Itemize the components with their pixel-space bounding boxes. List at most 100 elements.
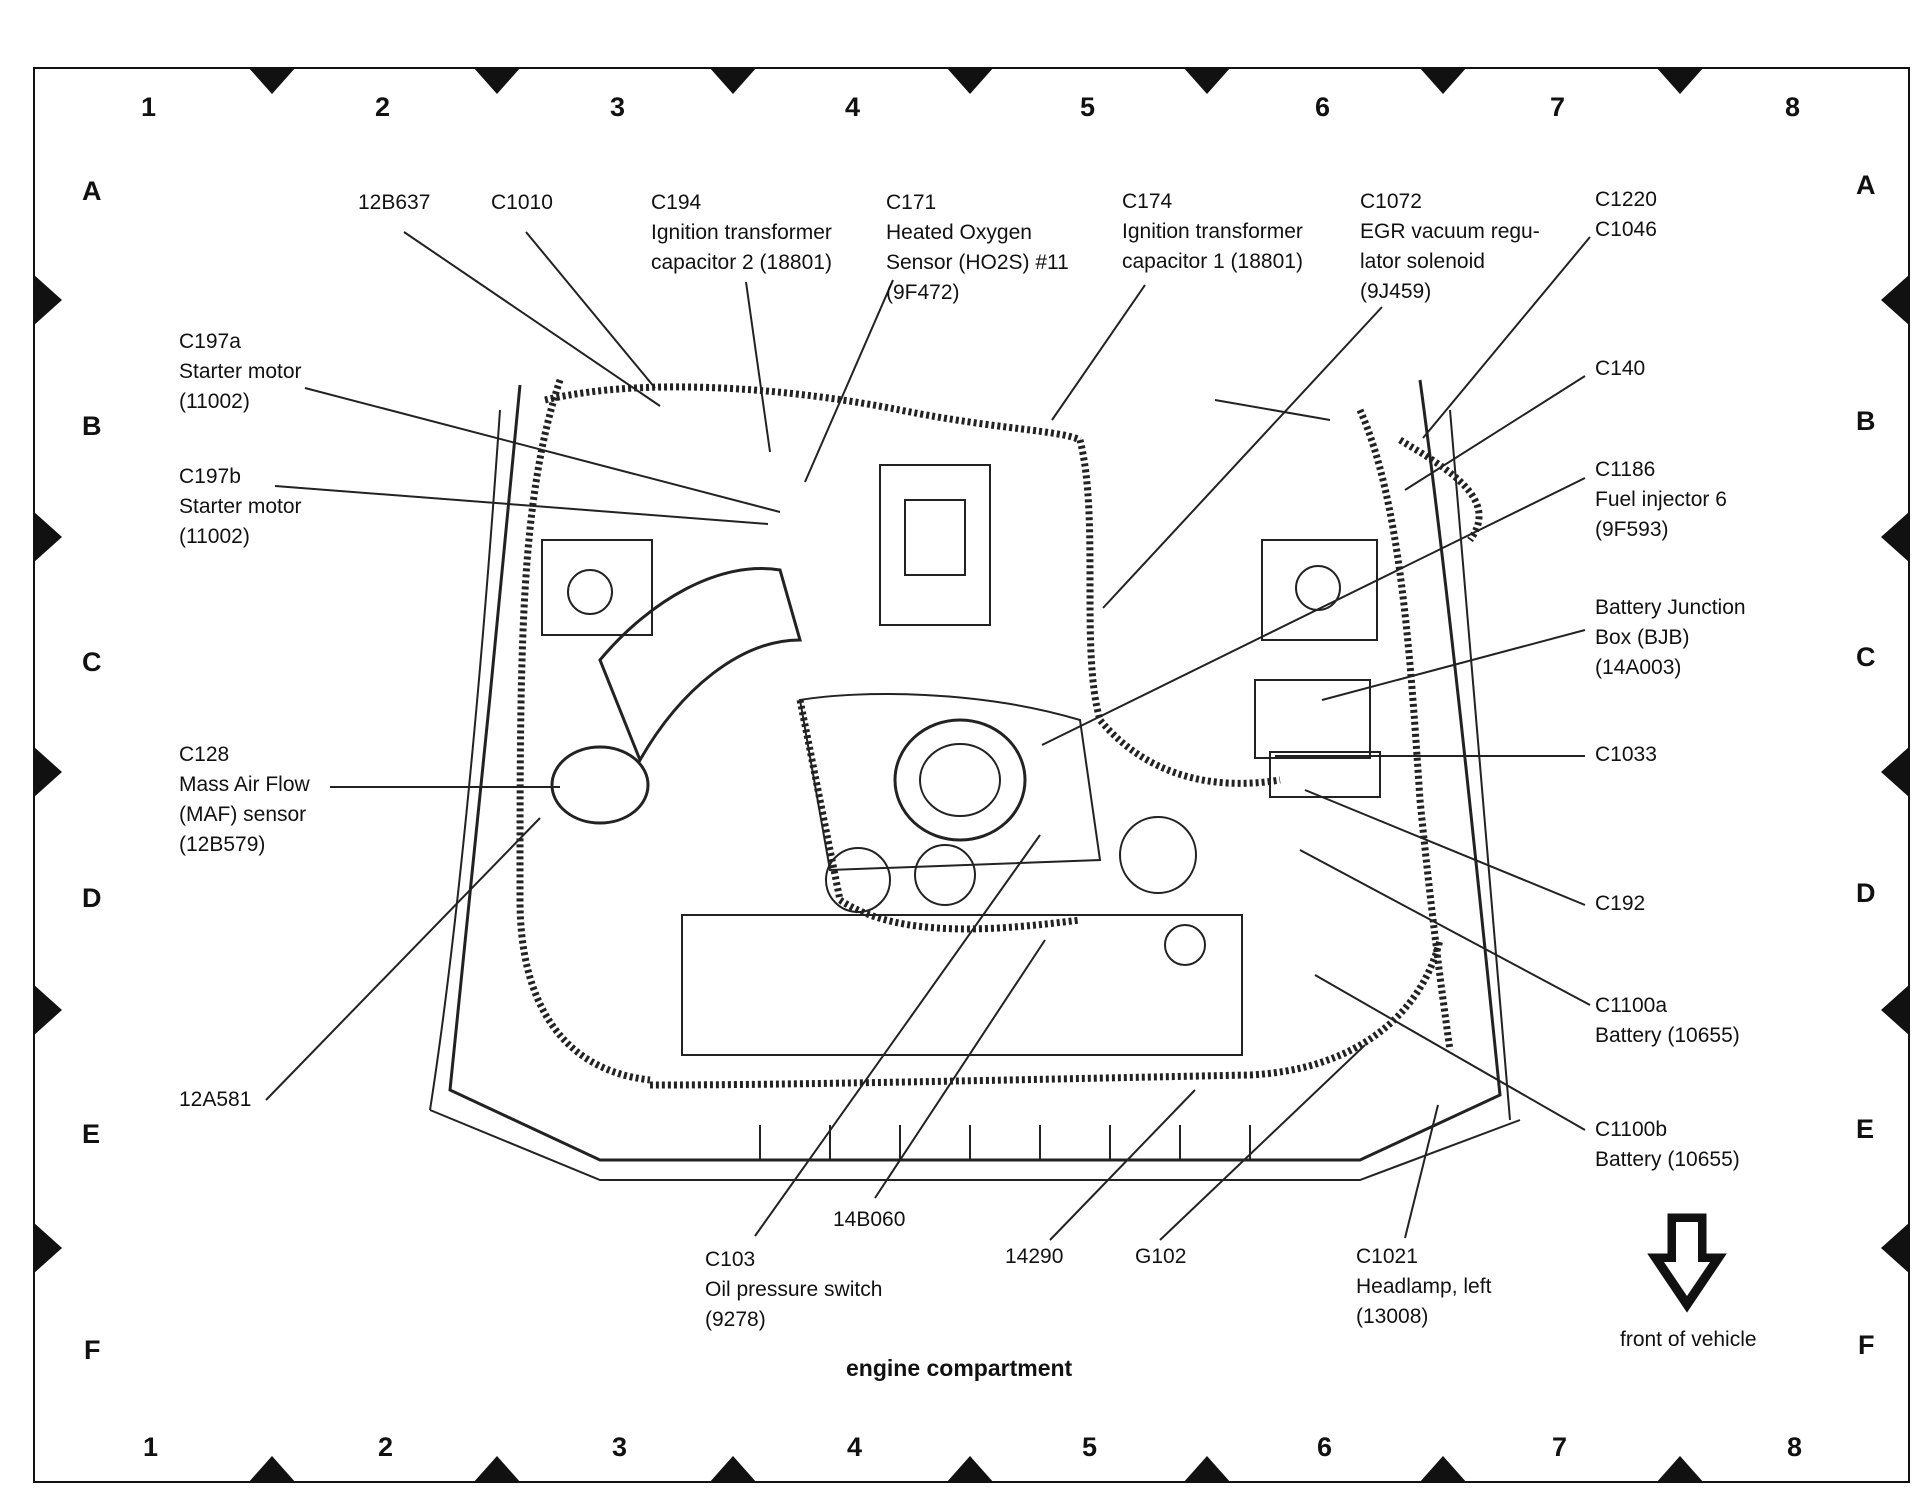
- grid-col-top-6: 6: [1315, 92, 1331, 122]
- grid-col-bottom-6: 6: [1317, 1432, 1333, 1462]
- grid-col-bottom-1: 1: [143, 1432, 159, 1462]
- grid-col-bottom-5: 5: [1082, 1432, 1098, 1462]
- grid-marker-left-2: [33, 511, 62, 563]
- grid-marker-bottom-6: [1419, 1456, 1467, 1483]
- callout-12a581: 12A581: [179, 1088, 252, 1111]
- right-strut-top: [1295, 565, 1341, 611]
- grid-col-top-4: 4: [845, 92, 861, 122]
- grid-marker-left-5: [33, 1222, 62, 1274]
- leader-12b637: [403, 231, 661, 407]
- pulley-large: [893, 718, 1027, 842]
- leader-c103: [754, 834, 1041, 1237]
- grid-col-top-5: 5: [1080, 92, 1096, 122]
- callout-g102: G102: [1135, 1245, 1187, 1268]
- right-strut-tower: [1261, 539, 1378, 641]
- leader-c1021: [1404, 1104, 1439, 1239]
- grid-row-left-F: F: [84, 1335, 101, 1365]
- right-fender-line: [1449, 409, 1511, 1121]
- grid-marker-right-1: [1881, 274, 1910, 326]
- grid-marker-bottom-4: [946, 1456, 994, 1483]
- leader-c194: [745, 281, 771, 453]
- grid-marker-left-1: [33, 274, 62, 326]
- grid-row-left-A: A: [82, 176, 102, 206]
- leader-c1186: [1041, 477, 1586, 746]
- harness-left: [516, 378, 651, 1084]
- grid-marker-top-3: [709, 67, 757, 94]
- callout-c1033: C1033: [1595, 743, 1657, 766]
- grid-row-left-E: E: [82, 1119, 101, 1149]
- harness-front: [649, 939, 1444, 1089]
- grid-col-bottom-2: 2: [378, 1432, 394, 1462]
- grid-col-top-1: 1: [141, 92, 157, 122]
- engine-front: [798, 693, 1102, 872]
- left-fender-line: [429, 409, 501, 1111]
- leader-14b060: [874, 939, 1046, 1199]
- alternator: [1119, 816, 1197, 894]
- battery: [1269, 751, 1381, 798]
- callout-14b060: 14B060: [833, 1208, 906, 1231]
- leader-c1100a: [1299, 849, 1591, 1006]
- leader-c171: [804, 279, 894, 483]
- leader-c197b: [274, 485, 769, 525]
- battery-junction-box: [1254, 679, 1371, 759]
- callout-14290: 14290: [1005, 1245, 1064, 1268]
- harness-right: [1356, 408, 1454, 1051]
- grid-col-top-3: 3: [610, 92, 626, 122]
- harness-center: [1076, 439, 1281, 787]
- front-of-vehicle-label: front of vehicle: [1620, 1328, 1757, 1351]
- diagram-title: engine compartment: [846, 1355, 1073, 1381]
- grid-col-top-7: 7: [1550, 92, 1566, 122]
- grid-row-left-D: D: [82, 883, 102, 913]
- grid-col-top-8: 8: [1785, 92, 1801, 122]
- grid-marker-bottom-7: [1656, 1456, 1704, 1483]
- grid-marker-top-6: [1419, 67, 1467, 94]
- leader-c174: [1051, 284, 1146, 421]
- callout-c140: C140: [1595, 357, 1646, 380]
- throttle-plate: [904, 499, 966, 576]
- leader-c1220: [1422, 236, 1591, 439]
- grid-col-top-2: 2: [375, 92, 391, 122]
- leader-g102: [1159, 1044, 1366, 1241]
- grid-col-bottom-7: 7: [1552, 1432, 1568, 1462]
- throttle-body: [879, 464, 991, 626]
- grid-marker-right-2: [1881, 511, 1910, 563]
- grid-row-right-D: D: [1856, 878, 1876, 908]
- grid-marker-bottom-1: [248, 1456, 296, 1483]
- callout-c192: C192: [1595, 892, 1646, 915]
- leader-c1072: [1102, 306, 1383, 609]
- grid-row-left-B: B: [82, 411, 102, 441]
- front-arrow-inner: [1664, 1222, 1710, 1296]
- grid-marker-right-3: [1881, 746, 1910, 798]
- pulley-small-left: [825, 847, 891, 913]
- front-bumper-line: [429, 1109, 1521, 1181]
- callout-12b637: 12B637: [358, 191, 431, 214]
- grid-marker-bottom-3: [709, 1456, 757, 1483]
- harness-mid: [796, 699, 1081, 933]
- leader-c140: [1404, 375, 1586, 491]
- radiator-cap: [1164, 924, 1206, 966]
- grid-marker-left-3: [33, 746, 62, 798]
- leader-c1100b: [1314, 974, 1586, 1131]
- grid-marker-top-7: [1656, 67, 1704, 94]
- leader-c1072-vac: [1214, 399, 1331, 421]
- harness-top: [544, 383, 1082, 444]
- leader-c192: [1304, 789, 1586, 906]
- left-strut-tower: [541, 539, 653, 636]
- harness-right-loop: [1398, 436, 1483, 543]
- pulley-inner: [919, 743, 1001, 817]
- grid-row-right-C: C: [1856, 642, 1876, 672]
- maf-sensor: [550, 745, 650, 825]
